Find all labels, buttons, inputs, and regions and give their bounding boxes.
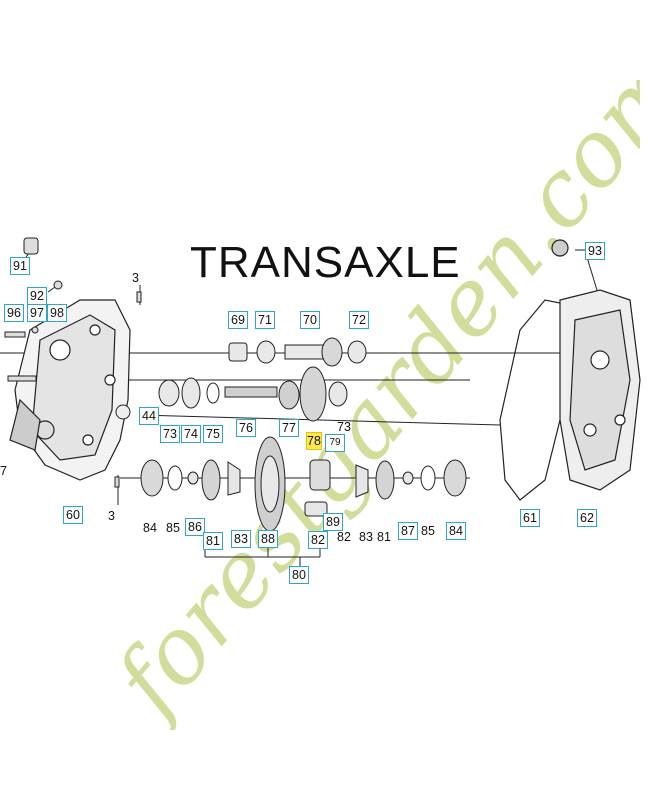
upper-shaft-parts xyxy=(228,337,367,367)
part-label-3-top[interactable]: 3 xyxy=(132,271,139,285)
right-housing xyxy=(499,239,641,501)
part-label-86[interactable]: 86 xyxy=(185,518,205,536)
part-label-60[interactable]: 60 xyxy=(63,506,83,524)
part-label-92[interactable]: 92 xyxy=(27,287,47,305)
part-label-96[interactable]: 96 xyxy=(4,304,24,322)
part-label-62[interactable]: 62 xyxy=(577,509,597,527)
part-label-7[interactable]: 7 xyxy=(0,464,7,478)
differential-parts xyxy=(140,435,467,532)
part-label-83-left[interactable]: 83 xyxy=(231,530,251,548)
part-label-77[interactable]: 77 xyxy=(279,419,299,437)
part-label-93[interactable]: 93 xyxy=(585,242,605,260)
part-label-84-right[interactable]: 84 xyxy=(446,522,466,540)
part-label-73-left[interactable]: 73 xyxy=(160,425,180,443)
part-label-91[interactable]: 91 xyxy=(10,257,30,275)
part-label-85-left[interactable]: 85 xyxy=(166,521,180,535)
part-label-83-right[interactable]: 83 xyxy=(359,530,373,544)
part-label-89[interactable]: 89 xyxy=(323,513,343,531)
part-label-61[interactable]: 61 xyxy=(520,509,540,527)
part-label-44[interactable]: 44 xyxy=(139,407,159,425)
part-label-81-left[interactable]: 81 xyxy=(203,532,223,550)
part-label-97[interactable]: 97 xyxy=(27,304,47,322)
part-label-85-right[interactable]: 85 xyxy=(421,524,435,538)
part-label-71[interactable]: 71 xyxy=(255,311,275,329)
part-label-70[interactable]: 70 xyxy=(300,311,320,329)
part-label-87[interactable]: 87 xyxy=(398,522,418,540)
part-label-3-bottom[interactable]: 3 xyxy=(108,509,115,523)
part-label-79[interactable]: 79 xyxy=(325,434,345,452)
part-label-82-right[interactable]: 82 xyxy=(337,530,351,544)
part-label-72[interactable]: 72 xyxy=(349,311,369,329)
middle-shaft-parts xyxy=(158,366,348,422)
left-housing xyxy=(9,299,131,481)
part-label-74[interactable]: 74 xyxy=(181,425,201,443)
part-label-98[interactable]: 98 xyxy=(47,304,67,322)
part-label-78-highlighted[interactable]: 78 xyxy=(306,432,322,450)
part-label-73-right[interactable]: 73 xyxy=(337,420,351,434)
part-label-88[interactable]: 88 xyxy=(258,530,278,548)
part-label-75[interactable]: 75 xyxy=(203,425,223,443)
part-label-82-left[interactable]: 82 xyxy=(308,531,328,549)
part-label-69[interactable]: 69 xyxy=(228,311,248,329)
diagram-title: TRANSAXLE xyxy=(190,238,461,287)
part-label-84-left[interactable]: 84 xyxy=(143,521,157,535)
part-label-80[interactable]: 80 xyxy=(289,566,309,584)
part-label-81-right[interactable]: 81 xyxy=(377,530,391,544)
part-label-76[interactable]: 76 xyxy=(236,419,256,437)
